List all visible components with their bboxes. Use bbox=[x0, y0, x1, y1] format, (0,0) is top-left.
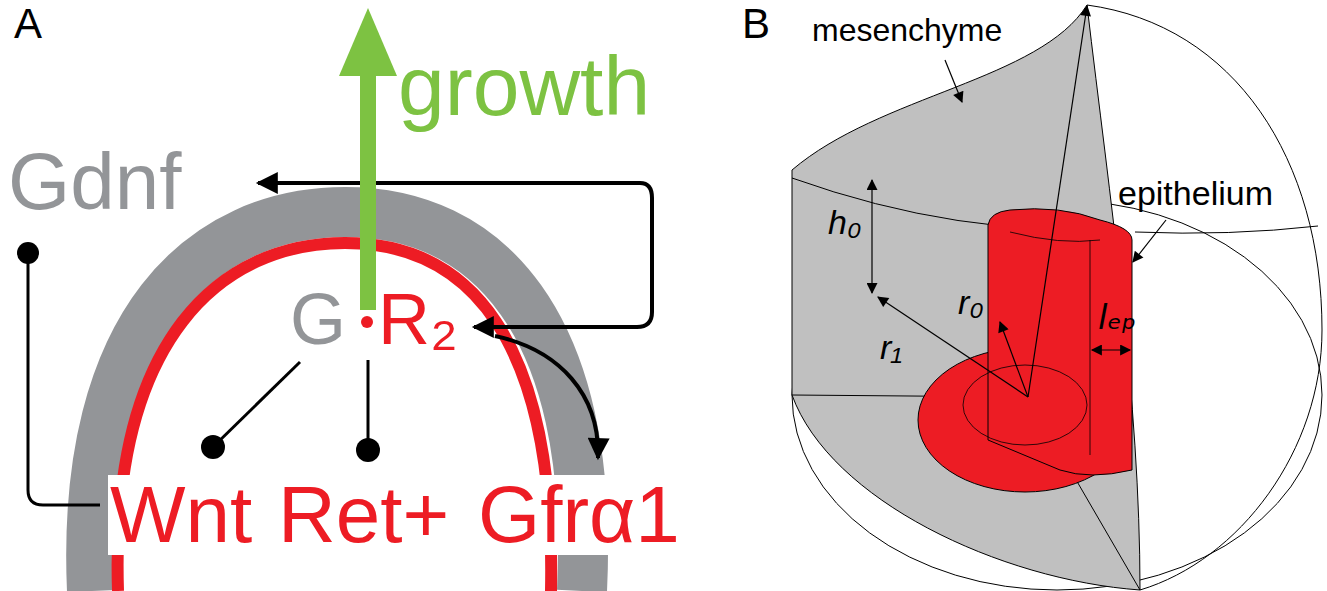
inhibition-dot bbox=[356, 438, 380, 462]
dimension-label: r₁ bbox=[880, 330, 902, 364]
wire-line bbox=[1090, 240, 1091, 455]
gene-label: Wnt bbox=[108, 475, 254, 555]
dimension-arrow bbox=[1092, 349, 1130, 350]
inhibition-line bbox=[28, 253, 100, 505]
feedback-arrow bbox=[258, 181, 640, 185]
dimension-arrow bbox=[878, 297, 1028, 397]
inhibition-line bbox=[367, 360, 370, 450]
tissue-label: mesenchyme bbox=[812, 14, 1002, 46]
panel-letter: A bbox=[14, 3, 42, 45]
inhibition-line bbox=[213, 362, 300, 447]
gene-label: Gdnf bbox=[8, 142, 181, 222]
axis-arrow bbox=[1028, 6, 1087, 397]
dimension-label: r₀ bbox=[958, 285, 984, 319]
dimension-arrow bbox=[1000, 322, 1028, 397]
dimension-label: lₑₚ bbox=[1098, 300, 1136, 334]
complex-dot bbox=[361, 316, 373, 328]
gene-label: Ret+ bbox=[276, 475, 451, 555]
leader-line bbox=[1133, 220, 1166, 262]
epithelium-tube bbox=[988, 209, 1132, 475]
feedback-arrow bbox=[474, 183, 652, 327]
complex-label: G bbox=[290, 283, 346, 355]
inhibition-dot bbox=[201, 435, 225, 459]
leader-line bbox=[945, 60, 962, 102]
process-label: growth bbox=[398, 44, 650, 128]
complex-label: R₂ bbox=[378, 283, 458, 355]
growth-arrow bbox=[339, 8, 397, 76]
gene-label: Gfrα1 bbox=[476, 475, 682, 555]
curved-arrow bbox=[495, 336, 598, 458]
panel-letter: B bbox=[742, 3, 770, 45]
dimension-arrow bbox=[871, 180, 872, 293]
tissue-label: epithelium bbox=[1118, 176, 1273, 210]
mesenchyme-section bbox=[792, 5, 1140, 590]
wire-line bbox=[963, 365, 1087, 445]
growth-arrow bbox=[360, 70, 376, 310]
dimension-label: h₀ bbox=[828, 205, 861, 239]
wire-line bbox=[1135, 226, 1318, 233]
wire-line bbox=[1010, 232, 1100, 241]
